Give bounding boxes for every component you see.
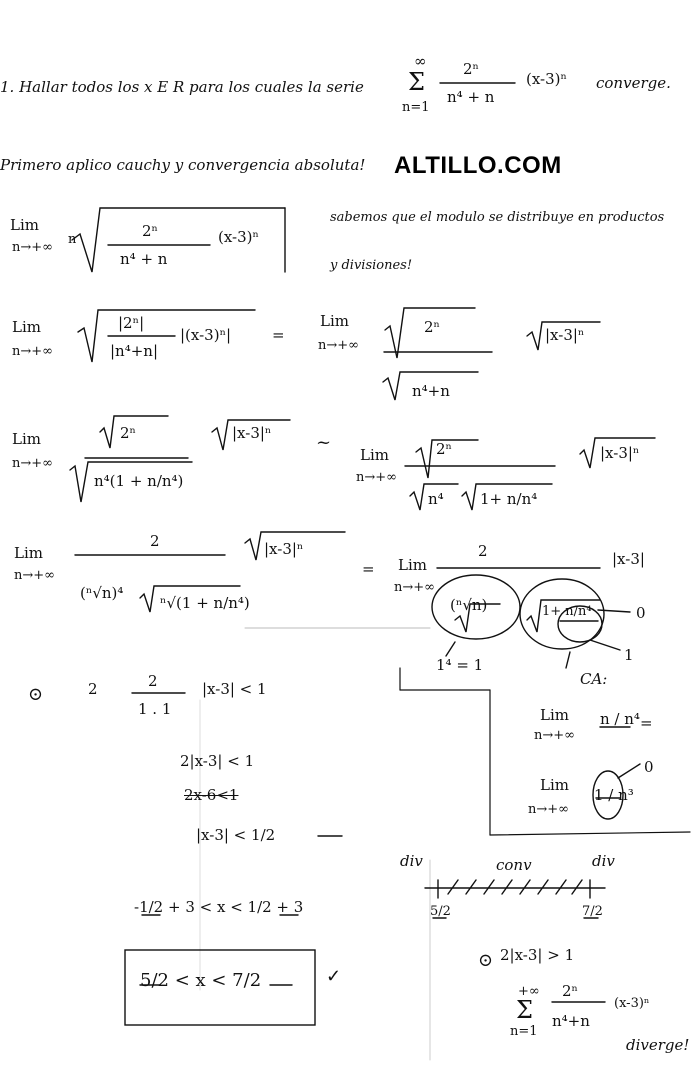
case1-check: ✓ — [326, 966, 342, 987]
header-sum-upper: ∞ — [414, 52, 427, 70]
case2-sum-sign: Σ — [516, 996, 533, 1024]
case1-line5: -1/2 + 3 < x < 1/2 + 3 — [134, 898, 304, 916]
step3-rhs-lim-lower: n→+∞ — [356, 470, 397, 485]
step4-one-pow: 1⁴ = 1 — [436, 656, 484, 674]
step4-arrow-zero: 0 — [636, 604, 646, 622]
step3-den: n⁴(1 + n/n⁴) — [94, 472, 184, 490]
note-line2: y divisiones! — [330, 258, 413, 273]
brand-watermark: ALTILLO.COM — [394, 152, 562, 179]
case1-frac-num: 2 — [148, 672, 158, 690]
step4-rhs-den-a: (ⁿ√n) — [450, 596, 488, 614]
step3-num: 2ⁿ — [120, 424, 137, 442]
step2-num: |2ⁿ| — [118, 314, 145, 332]
case2-den: n⁴+n — [552, 1012, 590, 1030]
ca-lim2-frac: 1 / n³ — [594, 786, 634, 804]
step4-rhs-num: 2 — [478, 542, 488, 560]
step3-lim-lower: n→+∞ — [12, 456, 53, 471]
header-tail: converge. — [596, 74, 671, 92]
step4-den-b: ⁿ√(1 + n/n⁴) — [160, 594, 250, 612]
case1-line2: 2|x-3| < 1 — [180, 752, 255, 770]
case2-factor: (x-3)ⁿ — [614, 996, 650, 1011]
step2-lim: Lim — [12, 318, 41, 336]
step4-rhs-factor: |x-3| — [612, 550, 645, 568]
step4-eq: = — [362, 560, 375, 578]
header-numerator: 2ⁿ — [463, 60, 480, 78]
step4-factor: |x-3|ⁿ — [264, 540, 304, 558]
step3-factor: |x-3|ⁿ — [232, 424, 272, 442]
case1-line4: |x-3| < 1/2 — [196, 826, 276, 844]
step4-lim-lower: n→+∞ — [14, 568, 55, 583]
step3-rhs-lim: Lim — [360, 446, 389, 464]
ca-label: CA: — [580, 670, 608, 688]
step4-arrow-one: 1 — [624, 646, 634, 664]
step4-rhs-lim-lower: n→+∞ — [394, 580, 435, 595]
case2-sum-lower: n=1 — [510, 1024, 538, 1039]
case2-result: diverge! — [626, 1036, 690, 1054]
header-factor: (x-3)ⁿ — [526, 70, 568, 88]
step3-rhs-factor: |x-3|ⁿ — [600, 444, 640, 462]
ca-lim2-lower: n→+∞ — [528, 802, 569, 817]
case2-cond: 2|x-3| > 1 — [500, 946, 575, 964]
intro-text: Primero aplico cauchy y convergencia abs… — [0, 156, 366, 174]
case1-marker: ⊙ — [28, 684, 44, 705]
problem-statement: 1. Hallar todos los x E R para los cuale… — [0, 78, 364, 96]
case2-num: 2ⁿ — [562, 982, 579, 1000]
numberline-div-right: div — [592, 852, 615, 870]
step2-rhs-den: n⁴+n — [412, 382, 450, 400]
case2-marker: ⊙ — [478, 950, 494, 971]
header-sum-lower: n=1 — [402, 100, 430, 115]
step1-lim-lower: n→+∞ — [12, 240, 53, 255]
step3-lim: Lim — [12, 430, 41, 448]
step1-den: n⁴ + n — [120, 250, 168, 268]
step2-rhs-num: 2ⁿ — [424, 318, 441, 336]
step2-den: |n⁴+n| — [110, 342, 159, 360]
case1-prefix: 2 — [88, 680, 98, 698]
case1-rhs: |x-3| < 1 — [202, 680, 267, 698]
step3-rhs-den-b: 1+ n/n⁴ — [480, 490, 538, 508]
note-line1: sabemos que el modulo se distribuye en p… — [330, 210, 665, 225]
step3-approx: ~ — [316, 432, 332, 453]
header-sum-sign: Σ — [408, 68, 425, 96]
ca-zero: 0 — [644, 758, 654, 776]
step4-num: 2 — [150, 532, 160, 550]
step2-lim-lower: n→+∞ — [12, 344, 53, 359]
step2-rhs-lim-lower: n→+∞ — [318, 338, 359, 353]
step4-rhs-den-b: 1+ n/n⁴ — [542, 604, 592, 619]
step3-rhs-num: 2ⁿ — [436, 440, 453, 458]
header-denominator: n⁴ + n — [447, 88, 495, 106]
case1-result: 5/2 < x < 7/2 — [140, 970, 262, 991]
step1-lim: Lim — [10, 216, 39, 234]
step4-lim: Lim — [14, 544, 43, 562]
numberline-right-tick: 7/2 — [582, 904, 603, 919]
ca-eq: = — [640, 714, 653, 732]
numberline-conv: conv — [496, 856, 532, 874]
step2-eq: = — [272, 326, 285, 344]
step1-num: 2ⁿ — [142, 222, 159, 240]
ca-lim1-frac: n / n⁴ — [600, 710, 640, 728]
step2-rhs-factor: |x-3|ⁿ — [545, 326, 585, 344]
case2-sum-upper: +∞ — [518, 984, 540, 999]
step2-rhs-lim: Lim — [320, 312, 349, 330]
ca-lim1-lower: n→+∞ — [534, 728, 575, 743]
step1-factor: (x-3)ⁿ — [218, 228, 260, 246]
ca-lim2: Lim — [540, 776, 569, 794]
step4-den-a: (ⁿ√n)⁴ — [80, 584, 124, 602]
numberline-left-tick: 5/2 — [430, 904, 451, 919]
step1-root-index: n — [68, 232, 77, 247]
numberline-div-left: div — [400, 852, 423, 870]
step3-rhs-den-a: n⁴ — [428, 490, 444, 508]
ca-lim1: Lim — [540, 706, 569, 724]
case1-line3-crossed: 2x-6<1 — [184, 786, 239, 804]
step4-rhs-lim: Lim — [398, 556, 427, 574]
step2-factor: |(x-3)ⁿ| — [180, 326, 232, 344]
case1-frac-den: 1 . 1 — [138, 700, 172, 718]
